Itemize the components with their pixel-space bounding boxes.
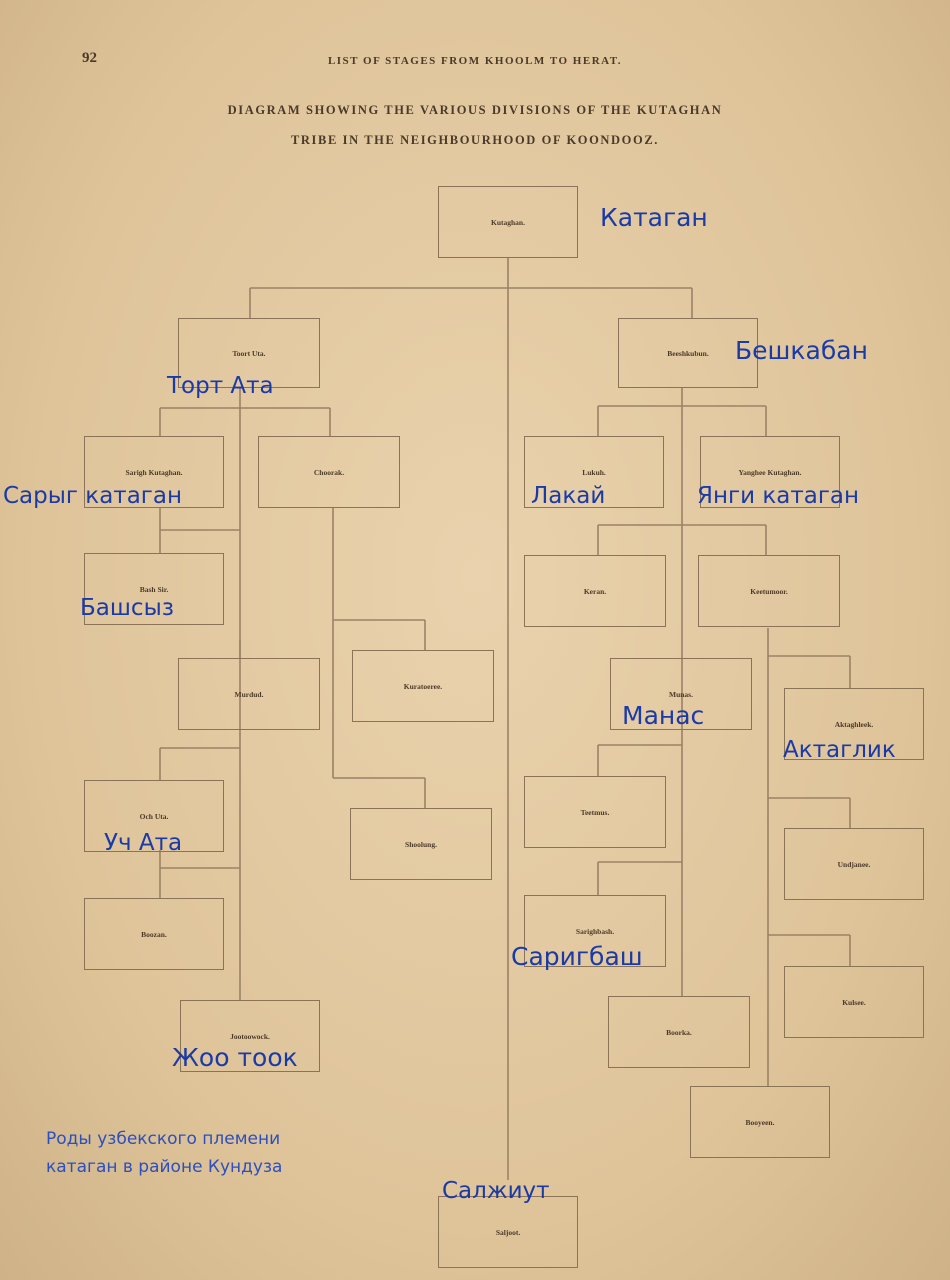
annotation-bash-sir: Башсыз xyxy=(80,595,174,621)
node-kulsee: Kulsee. xyxy=(784,966,924,1038)
node-boozan: Boozan. xyxy=(84,898,224,970)
node-sarigh-kutaghan: Sarigh Kutaghan. xyxy=(84,436,224,508)
node-bash-sir: Bash Sir. xyxy=(84,553,224,625)
node-jootoowock: Jootoowock. xyxy=(180,1000,320,1072)
annotation-yanghee-kutaghan: Янги катаган xyxy=(697,483,860,509)
node-keetumoor: Keetumoor. xyxy=(698,555,840,627)
annotation-sarigh-kutaghan: Сарыг катаган xyxy=(3,483,183,509)
caption-line2: катаган в районе Кундуза xyxy=(46,1157,283,1177)
node-boorka: Boorka. xyxy=(608,996,750,1068)
node-teetmus: Teetmus. xyxy=(524,776,666,848)
annotation-saljoot: Салжиут xyxy=(442,1178,550,1204)
annotation-munas: Манас xyxy=(622,701,705,730)
caption-line1: Роды узбекского племени xyxy=(46,1129,281,1149)
node-toort-uta: Toort Uta. xyxy=(178,318,320,388)
node-booyeen: Booyeen. xyxy=(690,1086,830,1158)
node-kuratoeree: Kuratoeree. xyxy=(352,650,494,722)
node-beeshkubun: Beeshkubun. xyxy=(618,318,758,388)
annotation-toort-uta: Торт Ата xyxy=(167,373,274,399)
annotation-lukuh: Лакай xyxy=(531,483,606,509)
node-saljoot: Saljoot. xyxy=(438,1196,578,1268)
diagram-title-line1: DIAGRAM SHOWING THE VARIOUS DIVISIONS OF… xyxy=(227,103,723,117)
node-choorak: Choorak. xyxy=(258,436,400,508)
diagram-title-line2: TRIBE IN THE NEIGHBOURHOOD OF KOONDOOZ. xyxy=(290,133,659,147)
annotation-sarighbash: Саригбаш xyxy=(511,942,643,971)
annotation-beeshkubun: Бешкабан xyxy=(735,336,868,365)
node-munas: Munas. xyxy=(610,658,752,730)
caption: Роды узбекского племени катаган в районе… xyxy=(46,1125,282,1181)
node-undjanee: Undjanee. xyxy=(784,828,924,900)
page-number: 92 xyxy=(82,50,97,66)
node-shoolung: Shoolung. xyxy=(350,808,492,880)
running-title: LIST OF STAGES FROM KHOOLM TO HERAT. xyxy=(327,55,623,67)
node-keran: Keran. xyxy=(524,555,666,627)
node-murdud: Murdud. xyxy=(178,658,320,730)
node-kutaghan: Kutaghan. xyxy=(438,186,578,258)
annotation-och-uta: Уч Ата xyxy=(104,830,183,856)
node-aktaghleek: Aktaghleek. xyxy=(784,688,924,760)
node-yanghee-kutaghan: Yanghee Kutaghan. xyxy=(700,436,840,508)
node-sarighbash: Sarighbash. xyxy=(524,895,666,967)
node-lukuh: Lukuh. xyxy=(524,436,664,508)
annotation-kutaghan: Катаган xyxy=(600,203,708,232)
node-och-uta: Och Uta. xyxy=(84,780,224,852)
annotation-jootoowock: Жоо тоок xyxy=(172,1043,298,1072)
annotation-aktaghleek: Актаглик xyxy=(783,737,896,763)
